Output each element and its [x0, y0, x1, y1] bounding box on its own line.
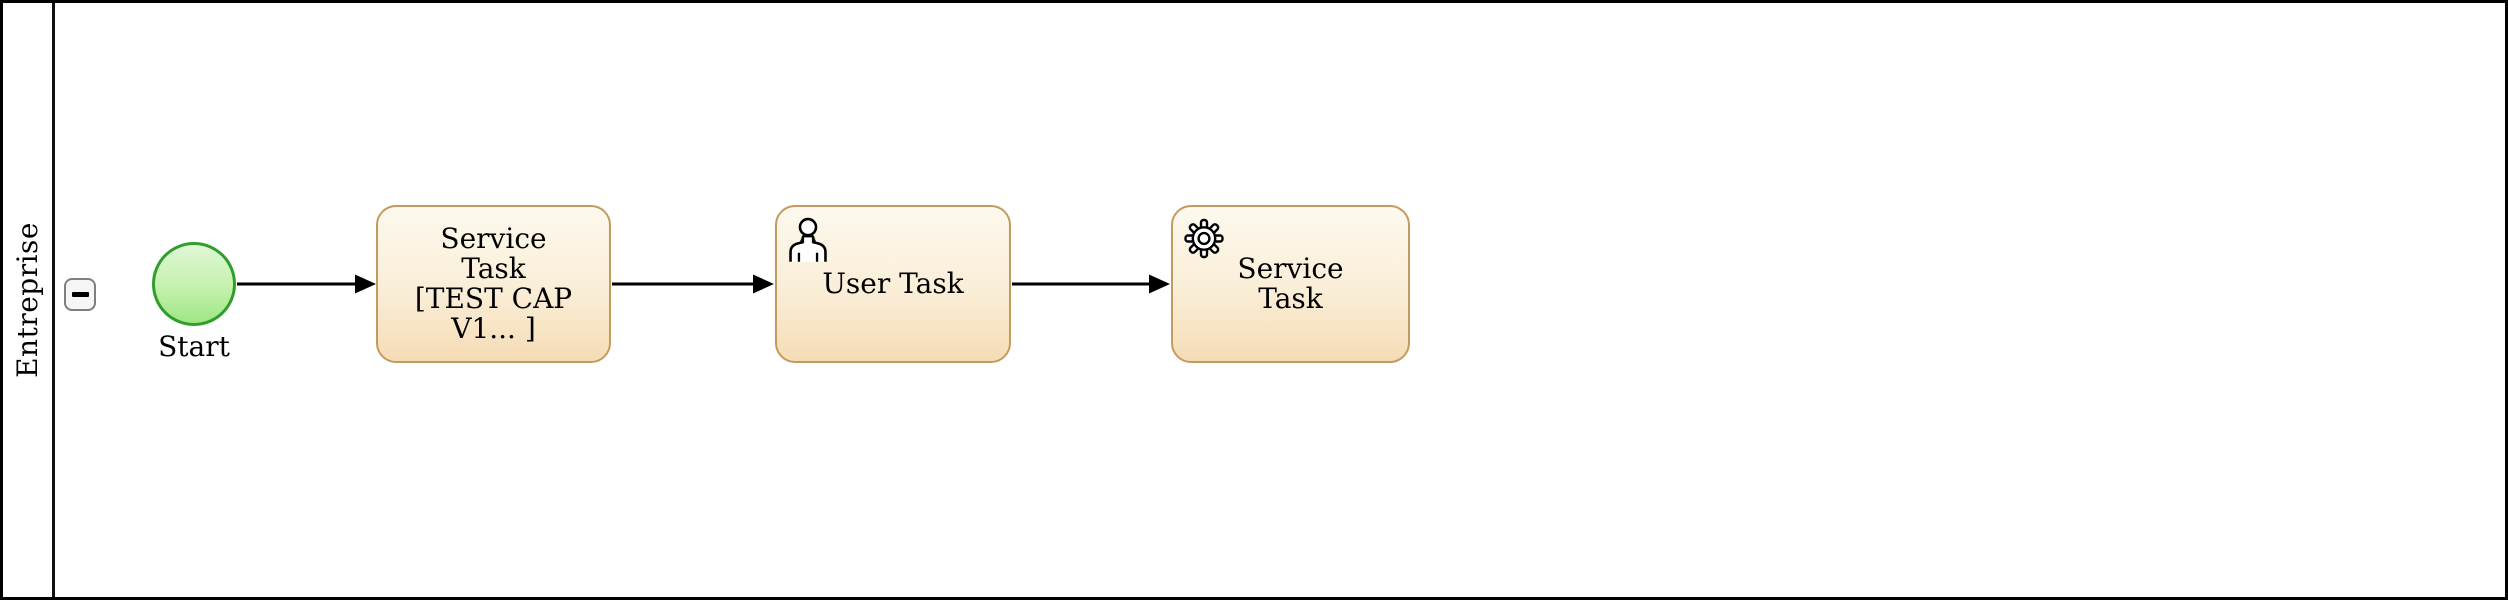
task-label-line: User Task — [822, 267, 964, 300]
minus-icon — [71, 292, 89, 297]
task-label-line: Task — [461, 252, 526, 285]
task-label-line: Task — [1258, 282, 1323, 315]
start-event[interactable] — [152, 242, 236, 326]
start-event-label: Start — [158, 330, 230, 363]
sequence-flow-task2-to-task3[interactable] — [1012, 274, 1170, 294]
task-label-line: [TEST CAP — [414, 282, 573, 315]
sequence-flow-task1-to-task2[interactable] — [612, 274, 774, 294]
lane-label: Entreprise — [11, 222, 44, 378]
task-service-task-1[interactable]: Service Task [TEST CAP V1... ] — [376, 205, 611, 363]
task-label-line: Service — [440, 222, 547, 255]
sequence-flow-start-to-task1[interactable] — [237, 274, 376, 294]
gear-icon — [1182, 215, 1226, 262]
task-label-line: Service — [1237, 252, 1344, 285]
task-service-task-2[interactable]: Service Task — [1171, 205, 1410, 363]
lane-entreprise[interactable]: Entreprise — [3, 3, 55, 597]
user-icon — [786, 215, 830, 262]
lane-collapse-button[interactable] — [64, 278, 96, 311]
task-user-task[interactable]: User Task — [775, 205, 1011, 363]
task-label-line: V1... ] — [451, 312, 536, 345]
